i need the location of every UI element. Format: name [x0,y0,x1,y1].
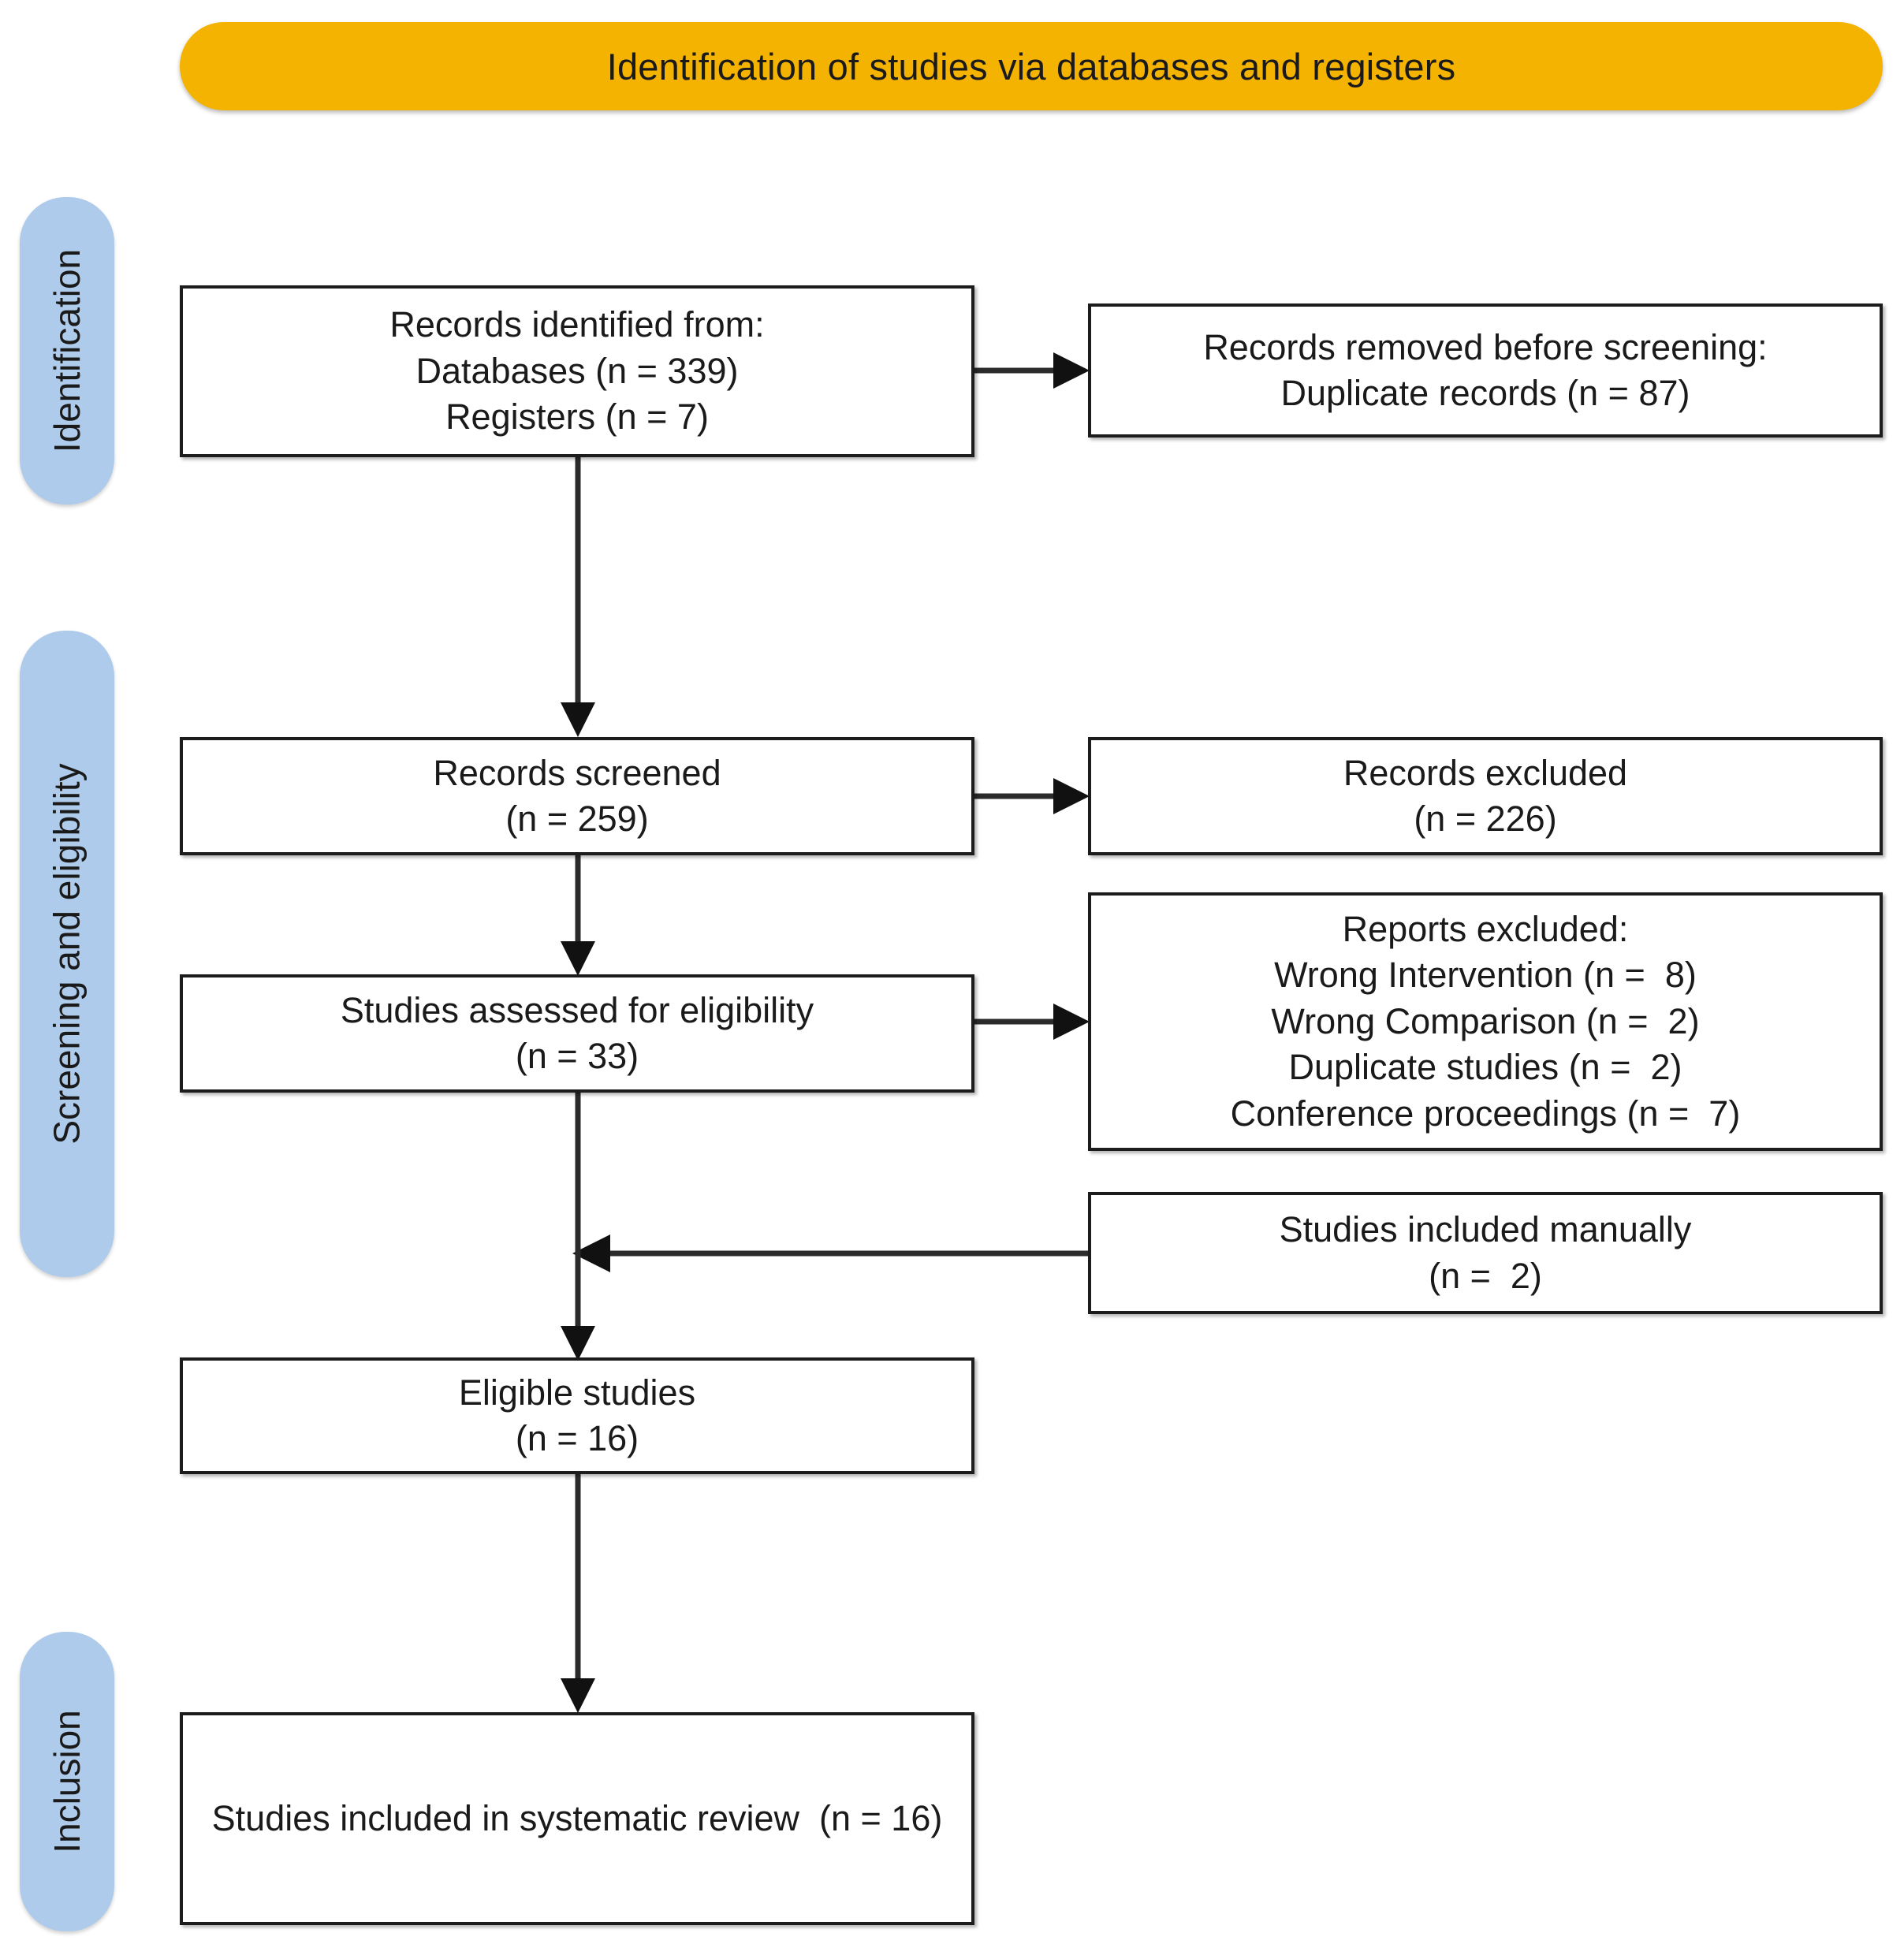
box-studies-assessed-for-eligibility: Studies assessed for eligibility (n = 33… [180,974,974,1093]
box-line: (n = 226) [1414,799,1557,839]
box-reports-excluded: Reports excluded: Wrong Intervention (n … [1088,892,1883,1151]
box-line: Reports excluded: [1342,908,1629,949]
box-records-excluded: Records excluded (n = 226) [1088,737,1883,855]
box-line: (n = 16) [515,1418,639,1458]
box-line: Records excluded [1343,752,1628,793]
connector-manual-to-spine [552,1230,1096,1277]
box-eligible-studies: Eligible studies (n = 16) [180,1357,974,1474]
box-studies-included-in-review: Studies included in systematic review (n… [180,1712,974,1925]
box-line: Wrong Intervention (n = 8) [1274,955,1697,996]
box-line: (n = 33) [515,1036,639,1076]
box-line: Studies assessed for eligibility [340,989,814,1030]
box-studies-included-manually: Studies included manually (n = 2) [1088,1192,1883,1314]
stage-label-inclusion: Inclusion [20,1632,114,1931]
box-records-removed: Records removed before screening: Duplic… [1088,303,1883,438]
connector-eligibility-to-eligible [552,1091,607,1367]
stage-label-screening: Screening and eligibility [20,631,114,1277]
box-line: Records screened [433,752,721,793]
stage-label-text: Inclusion [47,1710,88,1853]
box-line: Conference proceedings (n = 7) [1230,1093,1741,1134]
box-line: Eligible studies [458,1372,696,1413]
box-records-identified: Records identified from: Databases (n = … [180,285,974,457]
box-line: Wrong Comparison (n = 2) [1271,1000,1700,1041]
header-banner: Identification of studies via databases … [180,22,1883,110]
box-line: (n = 259) [505,799,649,839]
header-title: Identification of studies via databases … [606,45,1456,88]
connector-identified-to-removed [971,347,1094,394]
connector-screened-to-eligibility [552,854,607,984]
box-line: Duplicate records (n = 87) [1280,373,1690,413]
box-line: (n = 2) [1429,1255,1542,1296]
box-line: Records removed before screening: [1203,326,1768,367]
connector-screened-to-records-excluded [971,773,1094,820]
box-line: Studies included in systematic review (n… [211,1797,943,1838]
box-records-screened: Records screened (n = 259) [180,737,974,855]
box-line: Databases (n = 339) [415,350,739,391]
connector-eligibility-to-reports-excluded [971,998,1094,1045]
box-line: Studies included manually [1279,1209,1692,1249]
box-line: Duplicate studies (n = 2) [1288,1047,1682,1088]
connector-identified-to-screened [552,456,607,743]
connector-eligible-to-included [552,1473,607,1719]
box-line: Records identified from: [389,304,765,345]
box-line: Registers (n = 7) [445,397,709,438]
stage-label-identification: Identification [20,197,114,505]
stage-label-text: Screening and eligibility [47,763,88,1145]
stage-label-text: Identification [47,248,88,453]
